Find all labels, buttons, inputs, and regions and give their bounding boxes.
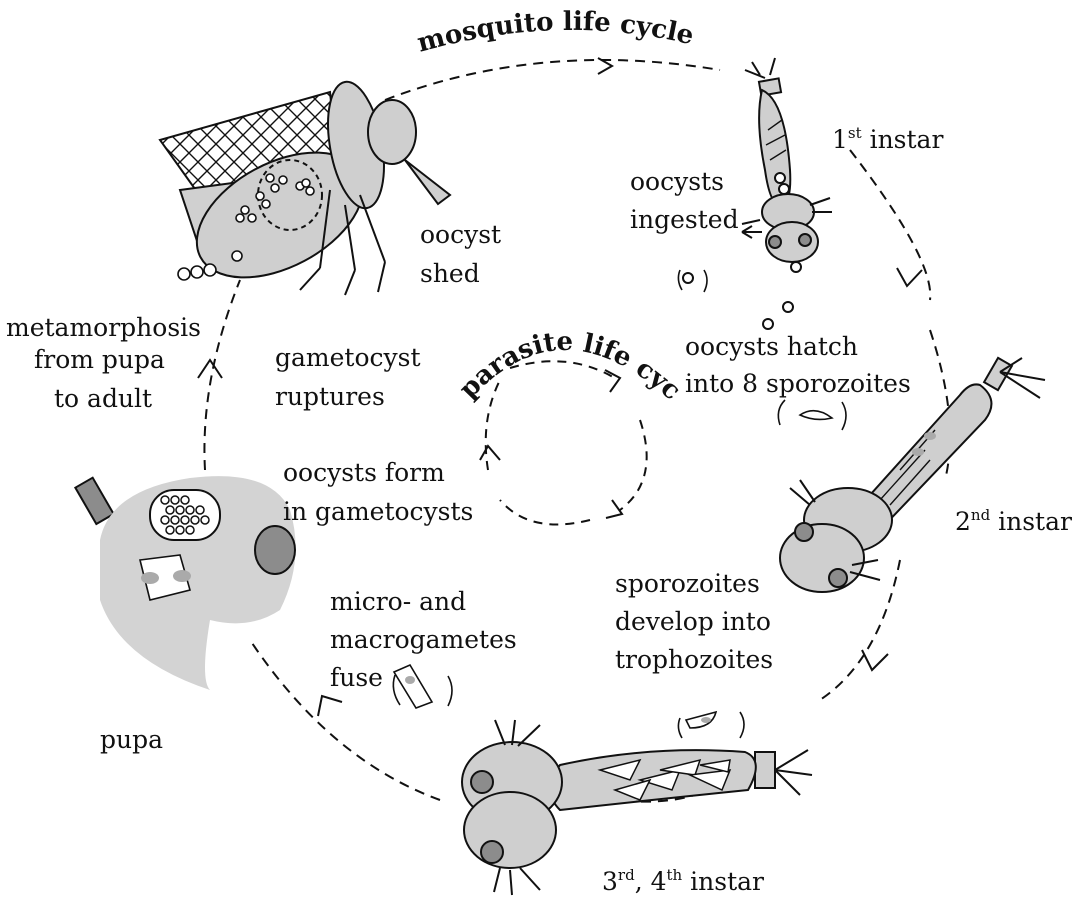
head <box>368 100 416 164</box>
svg-text:from pupa: from pupa <box>34 345 165 374</box>
svg-text:trophozoites: trophozoites <box>615 645 773 674</box>
svg-text:ruptures: ruptures <box>275 382 385 411</box>
svg-text:fuse: fuse <box>330 663 383 692</box>
parasite-cycle-ring <box>486 361 647 524</box>
svg-text:into 8 sporozoites: into 8 sporozoites <box>685 369 911 398</box>
svg-text:oocysts form: oocysts form <box>283 458 445 487</box>
first-instar-label: 1st instar <box>832 124 943 154</box>
third-fourth-instar-label: 3rd, 4th instar <box>602 866 764 896</box>
adult-mosquito-illustration <box>160 77 450 303</box>
svg-text:oocyst: oocyst <box>420 220 501 249</box>
metamorphosis-label: metamorphosis from pupa to adult <box>6 313 201 413</box>
gametes-fuse-label: micro- and macrogametes fuse <box>330 587 517 692</box>
svg-text:metamorphosis: metamorphosis <box>6 313 201 342</box>
oocyst-shed-label: oocyst shed <box>420 220 501 288</box>
svg-text:macrogametes: macrogametes <box>330 625 517 654</box>
oocysts-form-label: oocysts form in gametocysts <box>283 458 473 526</box>
parasite-ring-arrowheads <box>480 370 622 518</box>
sporozoites-develop-label: sporozoites develop into trophozoites <box>615 569 773 674</box>
pupa-label: pupa <box>100 725 163 754</box>
second-instar-label: 2nd instar <box>955 506 1072 536</box>
proboscis <box>405 160 450 204</box>
gametocyst-ruptures-label: gametocyst ruptures <box>275 343 421 411</box>
oocysts-ingested-label: oocysts ingested <box>630 167 739 234</box>
svg-text:micro- and: micro- and <box>330 587 466 616</box>
svg-text:oocysts hatch: oocysts hatch <box>685 332 858 361</box>
svg-text:ingested: ingested <box>630 205 739 234</box>
svg-text:to adult: to adult <box>54 384 152 413</box>
oocysts-hatch-label: oocysts hatch into 8 sporozoites <box>685 332 911 398</box>
svg-text:gametocyst: gametocyst <box>275 343 421 372</box>
svg-text:sporozoites: sporozoites <box>615 569 760 598</box>
svg-text:in gametocysts: in gametocysts <box>283 497 473 526</box>
svg-text:develop into: develop into <box>615 607 771 636</box>
svg-text:shed: shed <box>420 259 480 288</box>
gamete-fusion-icon <box>393 665 452 708</box>
mosquito-cycle-title: mosquito life cycle <box>414 7 696 59</box>
svg-text:oocysts: oocysts <box>630 167 724 196</box>
